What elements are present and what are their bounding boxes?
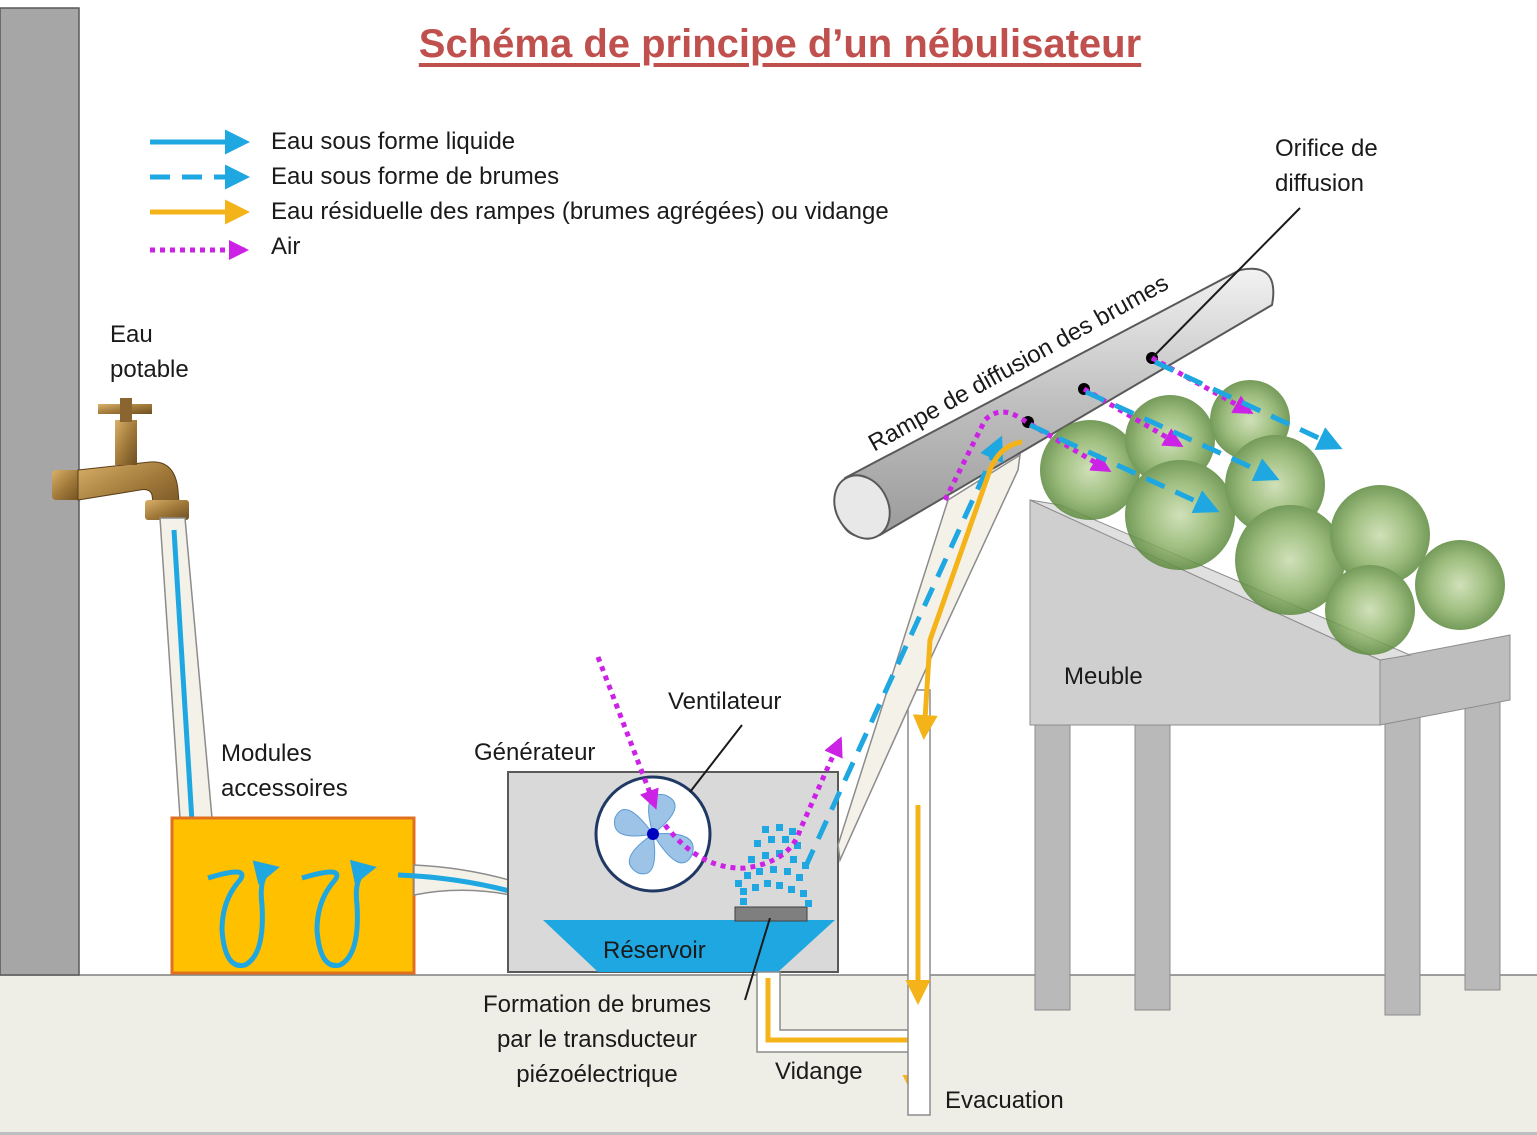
mist-cloud bbox=[735, 824, 812, 907]
legend-label-air: Air bbox=[271, 233, 301, 260]
furniture-meuble bbox=[1029, 499, 1511, 1016]
legend-label-residual: Eau résiduelle des rampes (brumes agrégé… bbox=[271, 198, 889, 225]
label-orifice: Orifice de diffusion bbox=[1275, 135, 1378, 197]
piezo-transducer bbox=[734, 906, 808, 922]
mist-arrow-ramp-3 bbox=[1153, 359, 1343, 450]
swirl-arrow-2 bbox=[301, 859, 377, 969]
flow-arrow-faucet-to-modules bbox=[171, 529, 205, 843]
label-modules: Modules accessoires bbox=[221, 740, 348, 802]
label-evacuation: Evacuation bbox=[945, 1087, 1064, 1114]
modules-box bbox=[170, 816, 416, 975]
label-ventilateur: Ventilateur bbox=[668, 688, 782, 715]
faucet-icon bbox=[52, 398, 189, 520]
mist-arrow-ramp-1 bbox=[1028, 422, 1220, 514]
reservoir bbox=[543, 920, 835, 972]
page-title: Schéma de principe d’un nébulisateur bbox=[418, 22, 1142, 66]
callout-orifice bbox=[1149, 207, 1301, 361]
mist-arrow-riser bbox=[802, 435, 1004, 870]
legend-label-mist: Eau sous forme de brumes bbox=[271, 163, 560, 190]
residual-arrow-ramp-down bbox=[912, 439, 1023, 740]
air-arrow-into-fan bbox=[595, 656, 659, 810]
mist-arrow-ramp-2 bbox=[1084, 389, 1280, 482]
callout-ventilateur bbox=[689, 724, 743, 793]
legend-label-liquid: Eau sous forme liquide bbox=[271, 128, 516, 155]
lettuce-crop bbox=[1040, 380, 1505, 655]
label-generateur: Générateur bbox=[474, 739, 596, 766]
label-formation: Formation de brumes par le transducteur … bbox=[482, 991, 712, 1088]
air-arrow-ramp-2 bbox=[1082, 386, 1184, 448]
label-reservoir: Réservoir bbox=[603, 937, 706, 964]
swirl-arrow-1 bbox=[207, 860, 280, 969]
label-eau-potable: Eau potable bbox=[110, 321, 189, 383]
diffusion-ramp bbox=[833, 267, 1275, 540]
air-arrow-ramp-3 bbox=[1150, 355, 1254, 415]
fan-icon bbox=[594, 775, 712, 893]
label-vidange: Vidange bbox=[775, 1058, 863, 1085]
air-arrow-fan-to-riser bbox=[663, 736, 843, 871]
callout-transducteur bbox=[744, 917, 771, 1001]
label-meuble: Meuble bbox=[1064, 663, 1143, 690]
legend bbox=[150, 129, 250, 260]
